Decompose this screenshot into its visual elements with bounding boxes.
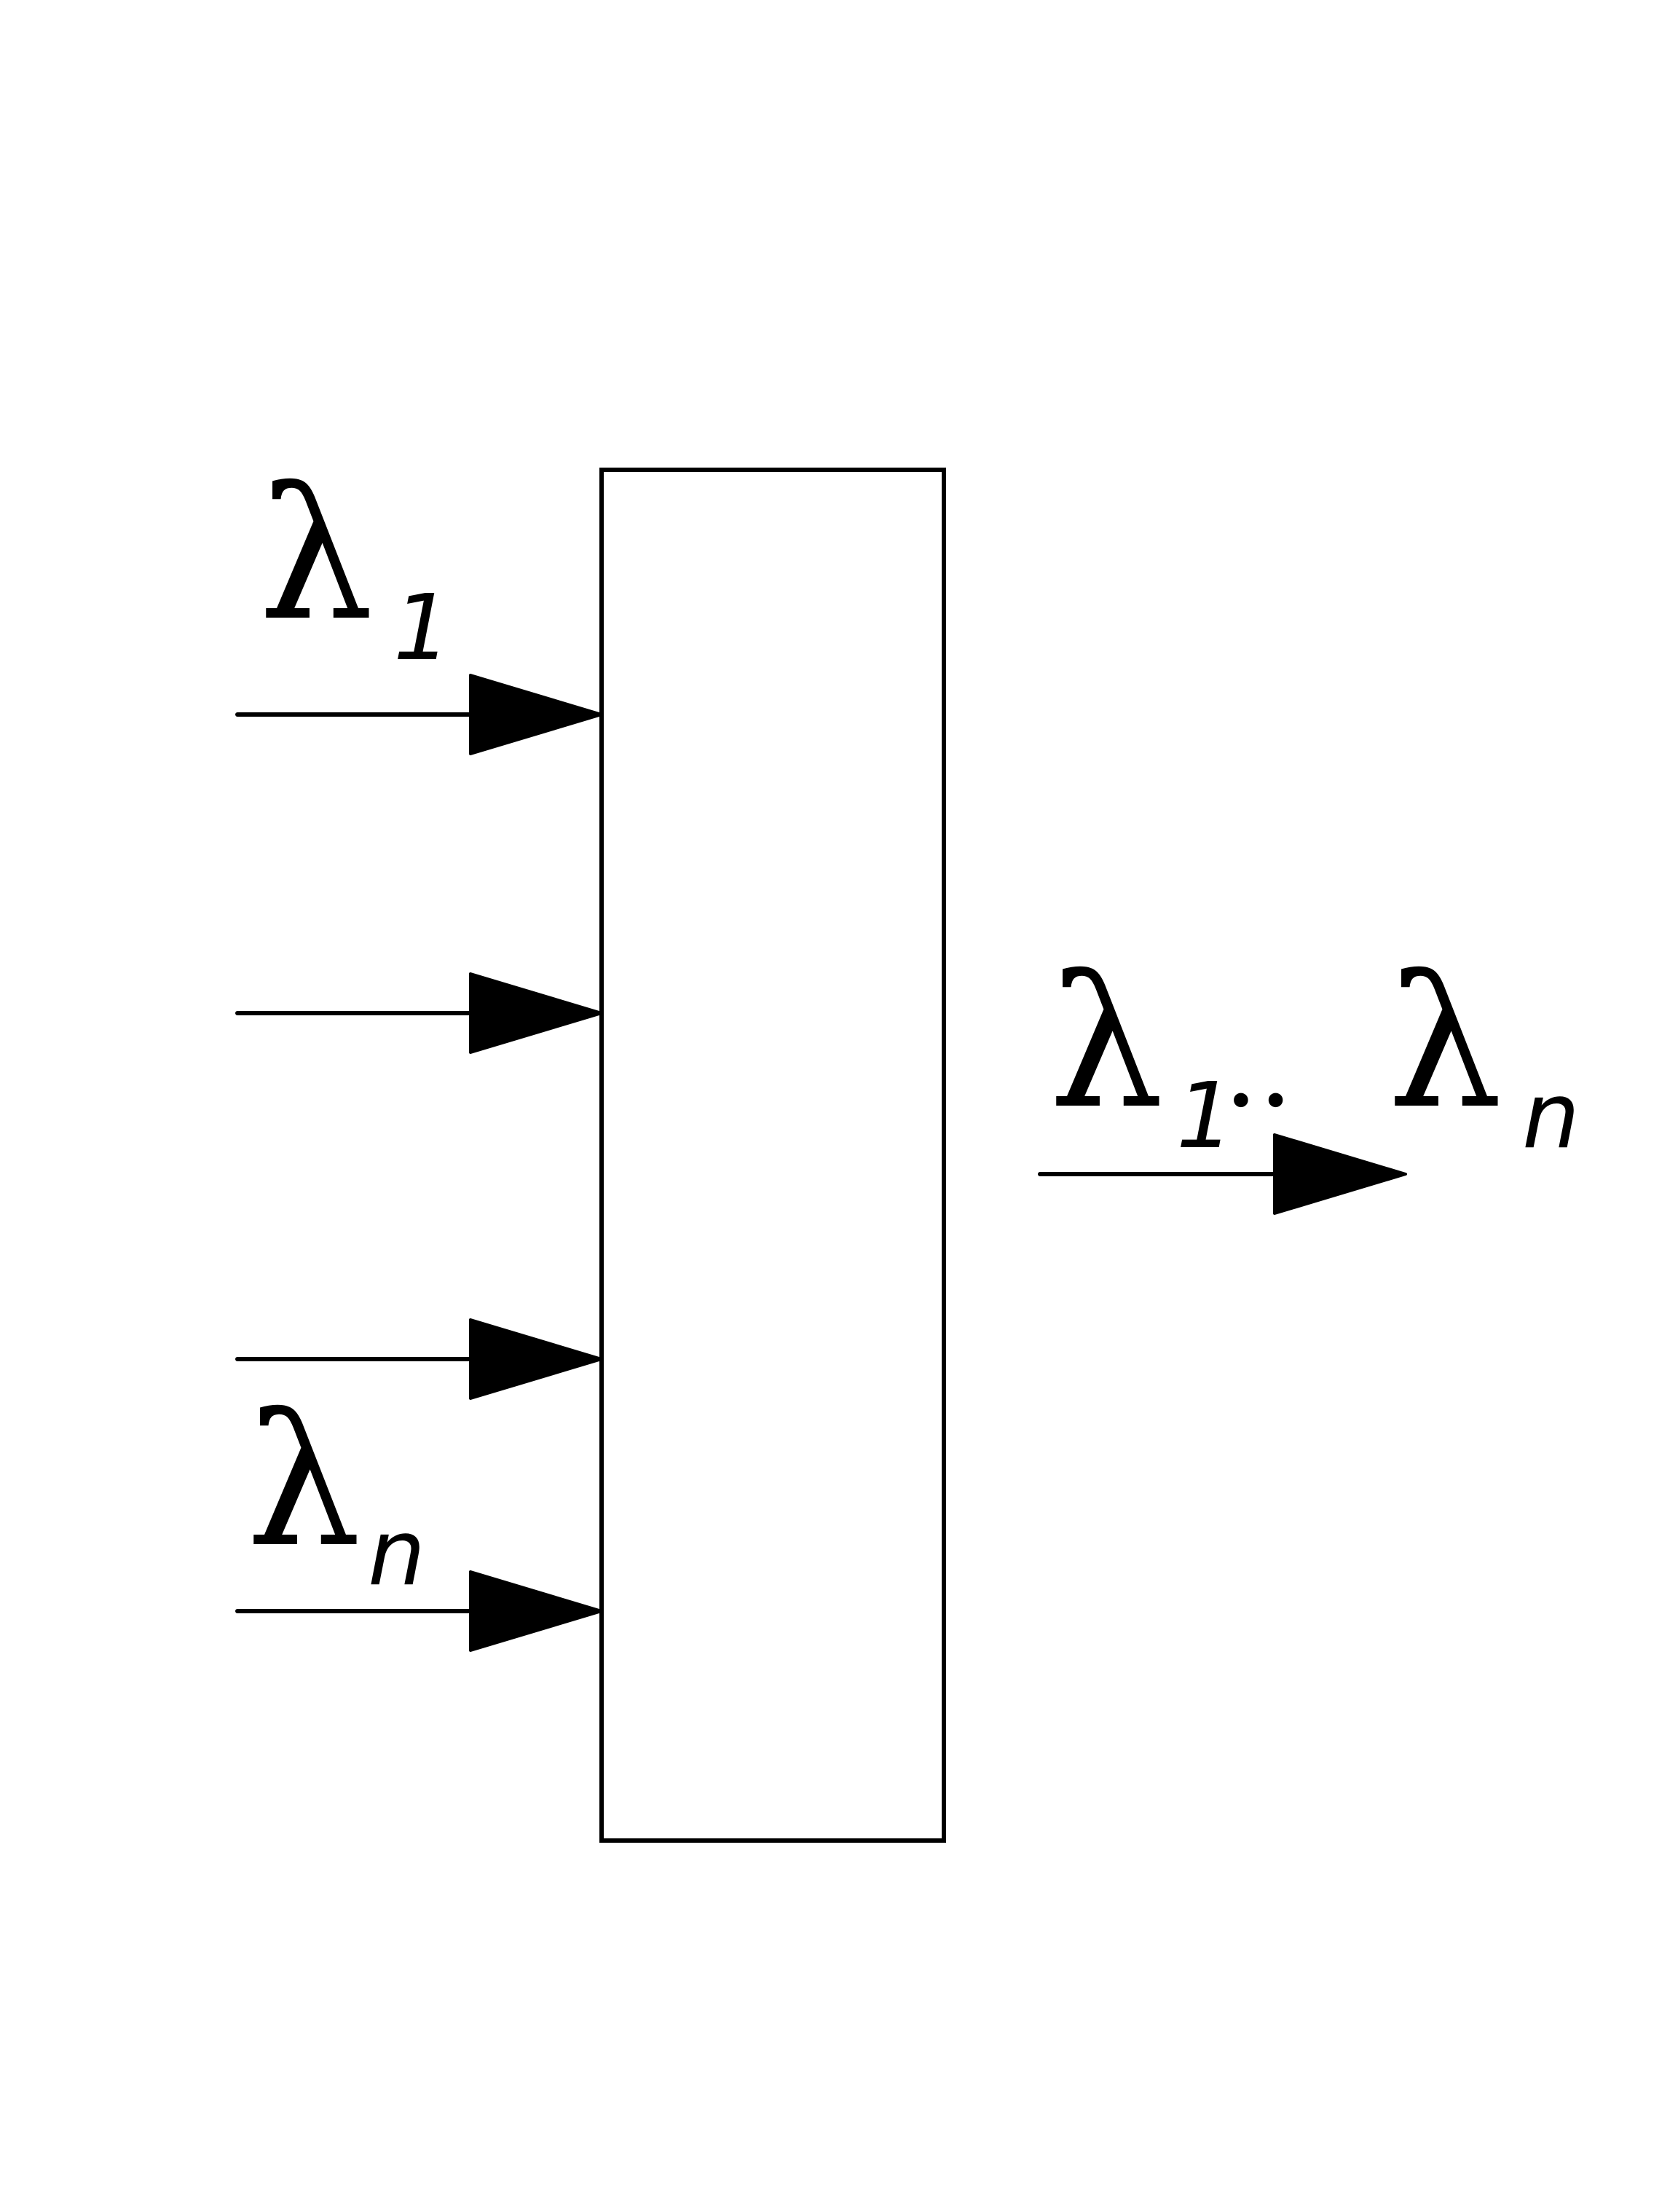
multiplexer-block <box>599 468 946 1843</box>
input-arrow-2 <box>235 972 603 1054</box>
label-input-last-sub: n <box>368 1500 425 1606</box>
label-input-first-symbol: λ <box>259 449 374 661</box>
label-input-last-symbol: λ <box>246 1375 361 1587</box>
label-output-sub-b: n <box>1522 1063 1580 1169</box>
label-output-sub-a: 1 <box>1176 1063 1234 1169</box>
input-arrow-3 <box>235 1318 603 1400</box>
label-output-symbol-a: λ <box>1049 937 1164 1149</box>
label-output-dots: .. <box>1224 1005 1293 1132</box>
label-output-symbol-b: λ <box>1387 937 1502 1149</box>
label-input-first-sub: 1 <box>393 575 452 681</box>
input-arrow-n <box>235 1570 603 1652</box>
input-arrow-1 <box>235 674 603 755</box>
output-arrow <box>1038 1133 1407 1215</box>
